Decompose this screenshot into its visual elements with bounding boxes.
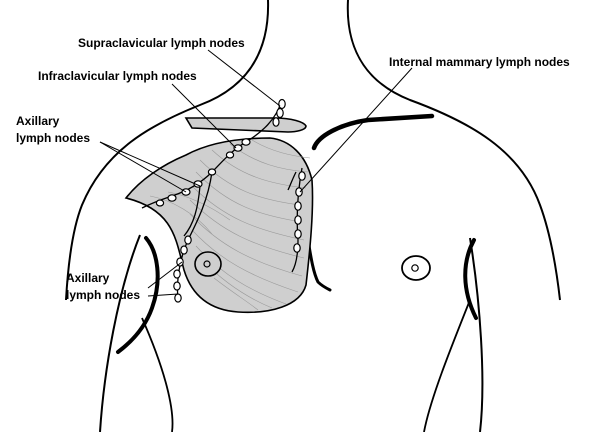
label-internal-mammary: Internal mammary lymph nodes [389,54,570,71]
lymph-nodes [155,98,306,303]
leader-infraclavicular [171,83,237,149]
node [298,171,306,181]
node [233,144,243,152]
neck-left-outline [65,0,270,301]
node [184,235,192,245]
node [176,257,184,267]
node [293,243,301,253]
leader-axillary-upper-a [99,141,187,193]
label-supraclavicular: Supraclavicular lymph nodes [78,35,245,52]
lower-left-contour [141,317,174,432]
leader-axillary-lower-a [147,261,183,289]
node [241,138,251,146]
right-clavicle [311,113,435,151]
node [180,245,188,255]
left-clavicle [184,117,307,133]
right-armpit-fold [463,238,478,320]
leader-internal-mammary [299,67,413,193]
node [276,107,284,119]
label-axillary-lower-line1: Axillary [66,271,110,285]
left-armpit-fold [116,236,160,354]
node [155,199,165,207]
lower-right-contour [423,299,471,432]
node [294,215,302,225]
node [272,117,280,127]
label-axillary-upper-line1: Axillary [16,114,60,128]
neck-right-outline [346,0,561,301]
node [173,269,181,279]
node [294,229,302,239]
node [207,168,217,176]
label-axillary-upper: Axillary lymph nodes [16,113,90,147]
node [167,194,177,202]
node [173,281,181,291]
leader-supraclavicular [207,49,281,107]
label-axillary-lower: Axillary lymph nodes [66,270,140,304]
torso-right-outline [469,237,484,432]
leader-lines [99,49,413,297]
leader-axillary-lower-b [147,293,179,297]
label-internal-mammary-text: Internal mammary lymph nodes [389,55,570,69]
node [294,201,302,211]
label-infraclavicular: Infraclavicular lymph nodes [38,68,197,85]
node [295,187,303,197]
right-nipple [401,255,431,281]
label-infraclavicular-text: Infraclavicular lymph nodes [38,69,197,83]
left-nipple [194,251,222,277]
leader-axillary-upper-b [99,141,201,187]
label-axillary-upper-line2: lymph nodes [16,131,91,145]
label-axillary-lower-line2: lymph nodes [66,288,141,302]
tissue-texture [149,139,311,311]
torso-left-outline [99,234,141,432]
node [278,98,286,110]
node [174,293,182,303]
label-supraclavicular-text: Supraclavicular lymph nodes [78,36,245,50]
node [225,151,235,159]
